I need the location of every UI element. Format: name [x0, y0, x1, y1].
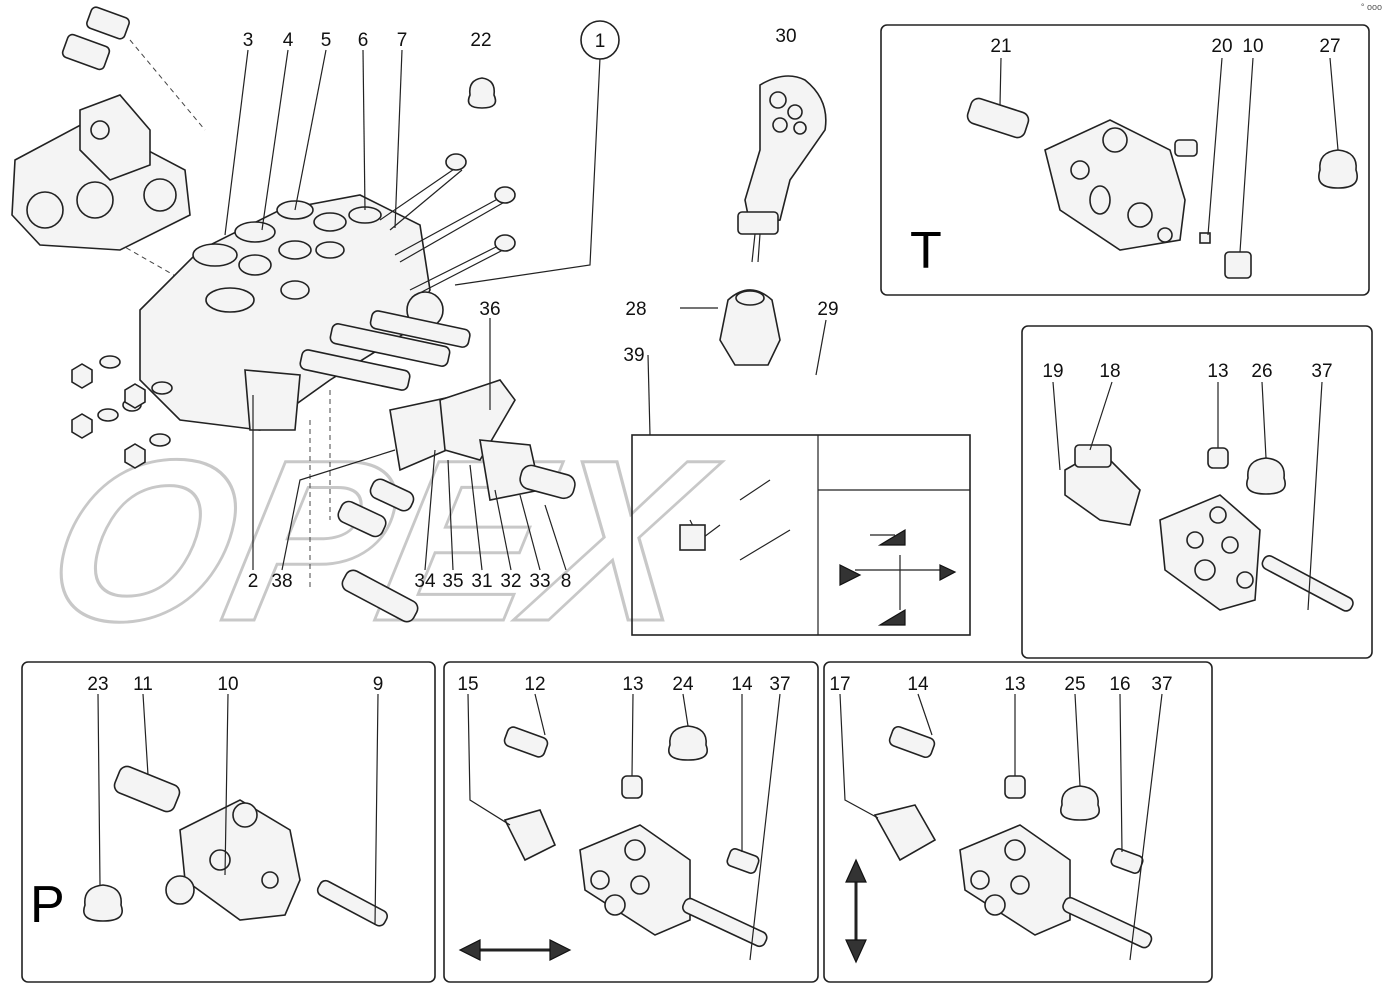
- callout-number: 37: [1311, 361, 1332, 382]
- rubber-boot: [680, 289, 781, 366]
- panel-P-frame: [21, 661, 436, 983]
- panel-bottom-mid-parts: [458, 693, 781, 961]
- callout-number: 12: [524, 674, 545, 695]
- panel-P-letter: P: [30, 876, 65, 934]
- callout-number: 10: [217, 674, 238, 695]
- callout-number: 7: [397, 30, 408, 51]
- callout-number: 3: [243, 30, 254, 51]
- callout-number: 34: [414, 571, 436, 592]
- callout-number: 13: [1207, 361, 1228, 382]
- callout-number: 10: [1242, 36, 1263, 57]
- callout-number: 25: [1064, 674, 1085, 695]
- callout-number: 26: [1251, 361, 1272, 382]
- callout-number: 13: [622, 674, 643, 695]
- callout-labels: 3 4 5 6 7 22 1 30 2 38 34 35 31 32 33 8 …: [30, 26, 1341, 934]
- callout-number: 9: [373, 674, 384, 695]
- callout-number-circled: 1: [595, 31, 606, 52]
- callout-number: 14: [907, 674, 929, 695]
- callout-number: 24: [672, 674, 694, 695]
- nuts-washers: [71, 355, 173, 469]
- callout-number: 37: [1151, 674, 1172, 695]
- horizontal-arrow-icon: [458, 939, 572, 961]
- panel-T-parts: [966, 57, 1358, 279]
- panel-T-frame: [880, 24, 1370, 296]
- panel-P-parts: [83, 693, 388, 927]
- main-valve-assembly: [11, 6, 576, 623]
- callout-number: 21: [990, 36, 1011, 57]
- panel-bottom-right-parts: [839, 693, 1163, 964]
- callout-number: 23: [87, 674, 108, 695]
- callout-number: 38: [271, 571, 292, 592]
- callout-number: 27: [1319, 36, 1340, 57]
- vertical-arrow-icon: [845, 858, 867, 964]
- callout-number: 20: [1211, 36, 1232, 57]
- control-label-sticker: [631, 354, 971, 636]
- callout-number: 17: [829, 674, 850, 695]
- callout-number: 36: [479, 299, 500, 320]
- callout-number: 39: [623, 345, 644, 366]
- callout-number: 33: [529, 571, 550, 592]
- callout-number: 5: [321, 30, 332, 51]
- callout-number: 32: [500, 571, 521, 592]
- callout-number: 4: [283, 30, 294, 51]
- corner-mark: ° ooo: [1360, 2, 1382, 12]
- panel-right-frame: [1021, 325, 1373, 659]
- callout-number: 6: [358, 30, 369, 51]
- panel-T-letter: T: [910, 222, 942, 280]
- callout-number: 28: [625, 299, 646, 320]
- bag-22-icon: [467, 77, 497, 109]
- callout-number: 31: [471, 571, 492, 592]
- callout-number: 2: [248, 571, 259, 592]
- callout-number: 29: [817, 299, 838, 320]
- panel-right-parts: [1052, 381, 1354, 612]
- callout-number: 30: [775, 26, 796, 47]
- panel-bottom-right-frame: [823, 661, 1213, 983]
- callout-number: 8: [561, 571, 572, 592]
- callout-number: 16: [1109, 674, 1130, 695]
- panel-bottom-mid-frame: [443, 661, 819, 983]
- callout-number: 15: [457, 674, 478, 695]
- callout-number: 18: [1099, 361, 1120, 382]
- callout-number: 14: [731, 674, 753, 695]
- callout-number: 11: [133, 674, 153, 695]
- callout-number: 35: [442, 571, 463, 592]
- callout-number: 22: [470, 30, 491, 51]
- callout-number: 19: [1042, 361, 1063, 382]
- callout-number: 37: [769, 674, 790, 695]
- callout-number: 13: [1004, 674, 1025, 695]
- joystick-handle: [737, 75, 827, 263]
